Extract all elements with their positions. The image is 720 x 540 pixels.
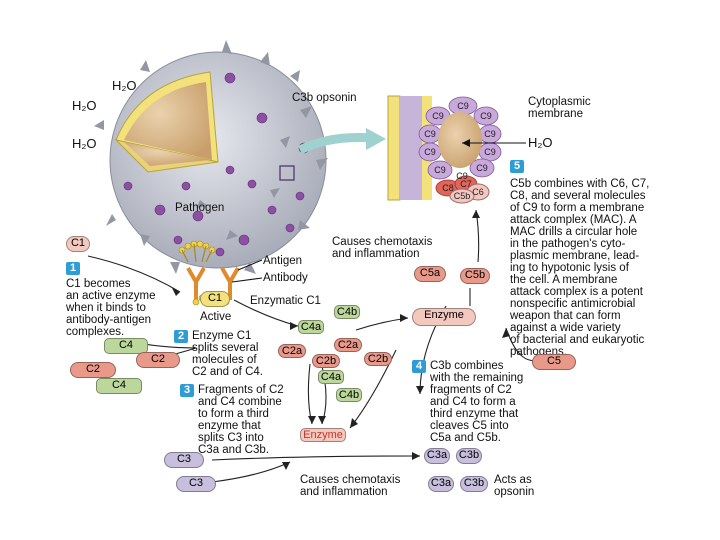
- label-active: Active: [200, 311, 232, 323]
- step-3-text: Fragments of C2 and C4 combine to form a…: [198, 384, 284, 456]
- label-acts-opsonin: Acts as opsonin: [494, 474, 535, 498]
- step-2-badge: 2: [174, 330, 188, 343]
- enzyme-big: Enzyme: [412, 308, 476, 326]
- protein-c1-bound: C1: [200, 291, 230, 307]
- step-5-text: C5b combines with C6, C7, C8, and severa…: [510, 178, 650, 358]
- protein-c2: C2: [136, 352, 180, 368]
- enzyme-small: Enzyme: [300, 428, 346, 442]
- label-c3b-opsonin: C3b opsonin: [292, 92, 357, 104]
- protein-c2b: C2b: [364, 352, 392, 366]
- label-chemotaxis-top: Causes chemotaxis and inflammation: [332, 236, 433, 260]
- protein-c3: C3: [164, 452, 204, 468]
- mac-c9: C9: [457, 101, 469, 111]
- mac-c9: C9: [484, 129, 496, 139]
- label-h2o-top: H₂O: [112, 78, 137, 93]
- step-1-badge: 1: [66, 262, 80, 275]
- step-5-badge: 5: [510, 160, 524, 173]
- zoom-arrow: [297, 133, 373, 155]
- protein-c2: C2: [70, 362, 116, 378]
- protein-c4a: C4a: [298, 320, 324, 334]
- label-h2o-left: H₂O: [72, 98, 97, 113]
- protein-c1: C1: [66, 236, 90, 252]
- label-chemotaxis-bottom: Causes chemotaxis and inflammation: [300, 474, 401, 498]
- pathogen-cell: [94, 40, 328, 274]
- mac-c9: C9: [434, 165, 446, 175]
- protein-c4b: C4b: [336, 388, 362, 402]
- protein-c5: C5: [532, 354, 576, 370]
- protein-c3a: C3a: [424, 448, 450, 464]
- protein-c3b: C3b: [460, 476, 488, 492]
- label-enzymatic-c1: Enzymatic C1: [250, 295, 321, 307]
- label-h2o-left2: H₂O: [72, 136, 97, 151]
- step-4-text: C3b combines with the remaining fragment…: [430, 360, 524, 444]
- step-2-text: Enzyme C1 splits several molecules of C2…: [192, 330, 263, 378]
- mac-c9: C9: [424, 147, 436, 157]
- mac-c7: C7: [460, 179, 472, 189]
- protein-c2b: C2b: [312, 354, 340, 368]
- protein-c3: C3: [176, 476, 216, 492]
- step-3-badge: 3: [180, 384, 194, 397]
- mac-c5b: C5b: [453, 191, 471, 201]
- protein-c3a: C3a: [428, 476, 454, 492]
- protein-c2a: C2a: [278, 344, 306, 358]
- label-antigen: Antigen: [263, 255, 303, 267]
- mac-c8: C8: [442, 183, 454, 193]
- label-h2o-right: H₂O: [528, 135, 553, 150]
- mac-c9: C9: [456, 171, 468, 181]
- mac-c9: C9: [432, 111, 444, 121]
- mac-enlargement: [387, 95, 526, 204]
- label-antibody: Antibody: [263, 272, 308, 284]
- mac-c9: C9: [480, 111, 492, 121]
- protein-c4b: C4b: [334, 305, 360, 319]
- protein-c5b: C5b: [460, 268, 490, 284]
- protein-c4: C4: [96, 378, 142, 394]
- protein-c2a: C2a: [334, 338, 362, 352]
- mac-c9: C9: [424, 129, 436, 139]
- protein-c4a: C4a: [318, 370, 344, 384]
- mac-c9: C9: [484, 147, 496, 157]
- step-1-text: C1 becomes an active enzyme when it bind…: [66, 278, 156, 338]
- mac-c9: C9: [476, 163, 488, 173]
- protein-c5a: C5a: [414, 266, 446, 282]
- protein-c3b: C3b: [456, 448, 482, 464]
- label-cytoplasmic-membrane: Cytoplasmic membrane: [528, 96, 591, 120]
- protein-c4: C4: [104, 338, 148, 354]
- step-4-badge: 4: [412, 360, 426, 373]
- mac-c6: C6: [472, 187, 484, 197]
- label-pathogen: Pathogen: [175, 202, 225, 214]
